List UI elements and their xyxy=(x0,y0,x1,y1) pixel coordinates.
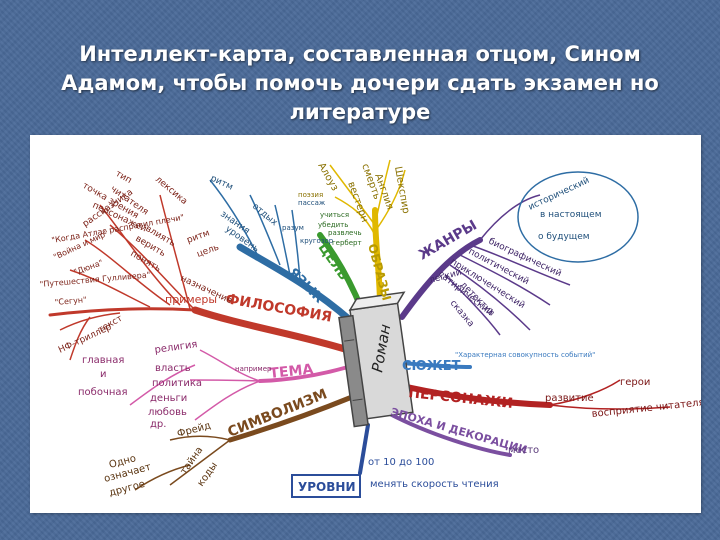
lang-item-5: кругозор xyxy=(300,237,334,245)
theme-twigs xyxy=(129,349,261,421)
language-twigs xyxy=(209,179,301,281)
goal-item-1: убедить xyxy=(318,221,348,229)
branch-philosophy-extension xyxy=(48,307,197,317)
label-theme: ТЕМА xyxy=(269,361,314,382)
phil-item-0: тип xyxy=(114,169,134,186)
title-line-1: Интеллект-карта, составленная отцом, Син… xyxy=(79,42,641,66)
char-item-0: развитие xyxy=(545,393,594,404)
forms-twigs xyxy=(329,159,406,236)
forms-item-5: поэзия xyxy=(298,191,323,199)
mind-map-drawing: Роман ФИЛОСОФИЯ ЯЗЫК ЦЕЛЬ ОБРАЗЫ ЖАНРЫ С… xyxy=(39,159,701,499)
genres-twigs xyxy=(444,194,571,336)
theme-item-0: религия xyxy=(154,339,198,356)
theme-item-1: власть xyxy=(155,363,191,374)
levels-item-0: от 10 до 100 xyxy=(368,457,434,468)
branch-philosophy xyxy=(191,306,352,354)
theme-item-7: главная xyxy=(82,355,124,366)
genre-time-0: исторический xyxy=(527,176,591,213)
levels-item-1: менять скорость чтения xyxy=(370,479,499,490)
char-item-2: восприятие читателя xyxy=(591,397,701,420)
symbolism-twigs xyxy=(134,435,231,491)
branch-language xyxy=(236,243,354,324)
lang-item-4: разум xyxy=(282,224,304,232)
phil-item-12: примеры xyxy=(165,293,217,306)
levels-box xyxy=(291,474,361,498)
genre-time-1: в настоящем xyxy=(540,210,601,220)
branch-scenery xyxy=(386,411,512,457)
phil-example-3: "Путешествия Гулливера" xyxy=(39,270,150,289)
label-forms: ОБРАЗЫ xyxy=(365,242,394,302)
scenery-item-0: место xyxy=(508,445,539,456)
branch-levels xyxy=(358,423,370,475)
slide-title: Интеллект-карта, составленная отцом, Син… xyxy=(20,40,700,127)
title-line-3: литературе xyxy=(289,100,431,124)
theme-item-6: например xyxy=(235,365,272,373)
philosophy-twigs xyxy=(59,194,196,361)
mind-map: Роман ФИЛОСОФИЯ ЯЗЫК ЦЕЛЬ ОБРАЗЫ ЖАНРЫ С… xyxy=(30,135,701,513)
branch-characters xyxy=(395,382,553,408)
label-characters: ПЕРСОНАЖИ xyxy=(408,385,514,412)
phil-item-10: цель xyxy=(196,243,221,260)
label-language: ЯЗЫК xyxy=(285,265,327,307)
label-goal: ЦЕЛЬ xyxy=(315,241,351,284)
theme-item-8: и xyxy=(100,369,107,380)
goal-item-3: герберт xyxy=(332,239,362,247)
theme-item-9: побочная xyxy=(78,387,128,398)
phil-example-4: "Сегун" xyxy=(54,295,87,307)
title-line-2: Адамом, чтобы помочь дочери сдать экзаме… xyxy=(61,71,659,95)
genre-time-circle xyxy=(517,171,639,263)
char-item-1: герои xyxy=(620,377,650,388)
phil-item-9: ритм xyxy=(186,228,212,245)
label-plot: СЮЖЕТ xyxy=(402,359,461,374)
branch-plot xyxy=(398,361,472,369)
phil-item-2: лексика xyxy=(153,175,189,207)
goal-item-0: учиться xyxy=(320,211,349,219)
branch-theme xyxy=(258,365,350,383)
genre-time-2: о будущем xyxy=(538,232,590,242)
label-levels: УРОВНИ xyxy=(298,480,355,494)
forms-item-4: Алоуз xyxy=(315,161,340,193)
characters-twigs xyxy=(549,379,671,410)
lang-item-0: ритм xyxy=(209,174,235,193)
theme-item-5: др. xyxy=(150,419,166,430)
theme-item-2: политика xyxy=(152,378,202,389)
theme-item-3: деньги xyxy=(150,393,187,404)
lang-item-6: пассаж xyxy=(298,199,326,207)
theme-item-4: любовь xyxy=(148,407,187,418)
sym-item-2: коды xyxy=(195,460,219,488)
branch-symbolism xyxy=(227,394,355,443)
central-book xyxy=(338,291,414,428)
goal-item-2: развлечь xyxy=(328,229,362,237)
plot-note: "Характерная совокупность событий" xyxy=(455,351,595,359)
